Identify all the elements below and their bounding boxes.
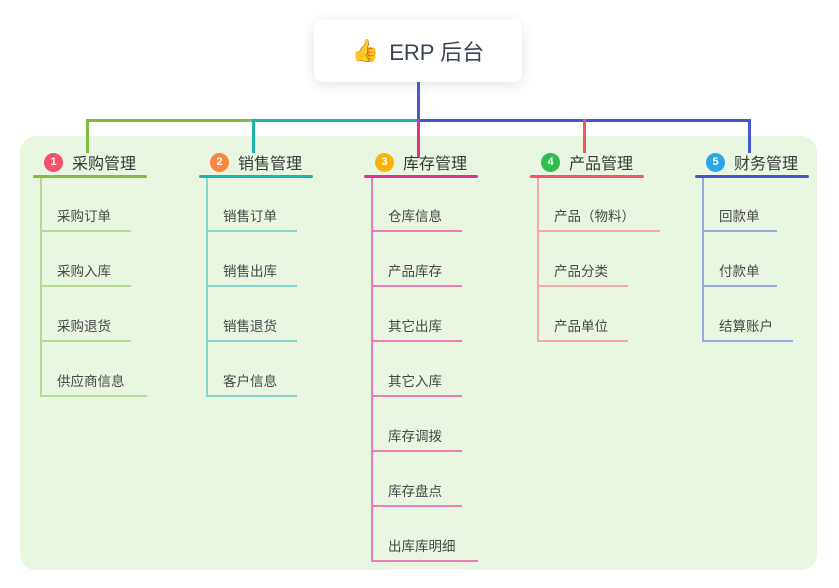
child-node[interactable]: 产品库存 [388, 264, 442, 279]
child-node[interactable]: 采购订单 [57, 209, 111, 224]
branch-label: 产品管理 [569, 156, 634, 173]
child-node[interactable]: 采购入库 [57, 264, 111, 279]
branch-underline [199, 175, 313, 178]
connector-horizontal-2 [251, 119, 420, 122]
child-underline [537, 340, 628, 342]
child-node[interactable]: 结算账户 [719, 319, 773, 334]
child-underline [206, 340, 297, 342]
child-node[interactable]: 供应商信息 [57, 374, 125, 389]
root-stem-line [417, 82, 420, 122]
branch-spine-line [371, 177, 373, 562]
branch-label: 销售管理 [238, 156, 303, 173]
child-underline [206, 395, 297, 397]
branch-node-3[interactable]: 3 库存管理 [375, 150, 467, 174]
child-node[interactable]: 产品（物料） [554, 209, 635, 224]
connector-horizontal-1 [86, 119, 255, 122]
child-underline [371, 230, 462, 232]
branch-label: 财务管理 [734, 156, 799, 173]
child-node[interactable]: 销售退货 [223, 319, 277, 334]
child-node[interactable]: 产品分类 [554, 264, 608, 279]
branch-number-badge: 2 [210, 152, 229, 172]
child-node[interactable]: 采购退货 [57, 319, 111, 334]
child-node[interactable]: 客户信息 [223, 374, 277, 389]
connector-elbow-2 [251, 119, 255, 153]
child-underline [371, 560, 478, 562]
branch-number-badge: 3 [375, 152, 394, 172]
child-node[interactable]: 库存盘点 [388, 484, 442, 499]
child-underline [537, 230, 660, 232]
child-node[interactable]: 仓库信息 [388, 209, 442, 224]
connector-elbow-4 [582, 119, 586, 153]
branch-spine-line [206, 177, 208, 397]
child-node[interactable]: 其它入库 [388, 374, 442, 389]
branch-underline [33, 175, 147, 178]
branch-number-badge: 1 [44, 152, 63, 172]
child-underline [537, 285, 628, 287]
child-underline [371, 450, 462, 452]
child-node[interactable]: 销售出库 [223, 264, 277, 279]
child-underline [702, 285, 777, 287]
child-node[interactable]: 库存调拨 [388, 429, 442, 444]
branch-label: 库存管理 [403, 156, 468, 173]
branch-underline [695, 175, 809, 178]
root-node[interactable]: 👍 ERP 后台 [314, 20, 522, 82]
child-underline [371, 505, 462, 507]
child-underline [371, 285, 462, 287]
child-node[interactable]: 其它出库 [388, 319, 442, 334]
child-node[interactable]: 销售订单 [223, 209, 277, 224]
branch-spine-line [702, 177, 704, 342]
child-underline [702, 230, 777, 232]
child-underline [371, 340, 462, 342]
child-underline [40, 395, 147, 397]
branch-spine-line [537, 177, 539, 342]
connector-elbow-5 [748, 119, 751, 153]
child-underline [40, 340, 131, 342]
branch-label: 采购管理 [72, 156, 137, 173]
connector-elbow-1 [86, 119, 89, 153]
branch-spine-line [40, 177, 42, 397]
child-node[interactable]: 回款单 [719, 209, 760, 224]
child-underline [40, 285, 131, 287]
branch-node-4[interactable]: 4 产品管理 [541, 150, 633, 174]
root-node-label: ERP 后台 [389, 40, 485, 65]
branch-underline [364, 175, 478, 178]
branches-panel [20, 136, 817, 570]
child-underline [371, 395, 462, 397]
child-node[interactable]: 出库库明细 [388, 539, 456, 554]
thumbs-up-icon: 👍 [351, 38, 380, 63]
child-underline [206, 230, 297, 232]
branch-node-2[interactable]: 2 销售管理 [210, 150, 302, 174]
child-node[interactable]: 付款单 [719, 264, 760, 279]
branch-number-badge: 5 [706, 152, 725, 172]
connector-elbow-3 [417, 119, 420, 158]
branch-node-1[interactable]: 1 采购管理 [44, 150, 136, 174]
branch-node-5[interactable]: 5 财务管理 [706, 150, 798, 174]
child-underline [206, 285, 297, 287]
child-node[interactable]: 产品单位 [554, 319, 608, 334]
branch-number-badge: 4 [541, 152, 560, 172]
child-underline [702, 340, 793, 342]
child-underline [40, 230, 131, 232]
branch-underline [530, 175, 644, 178]
